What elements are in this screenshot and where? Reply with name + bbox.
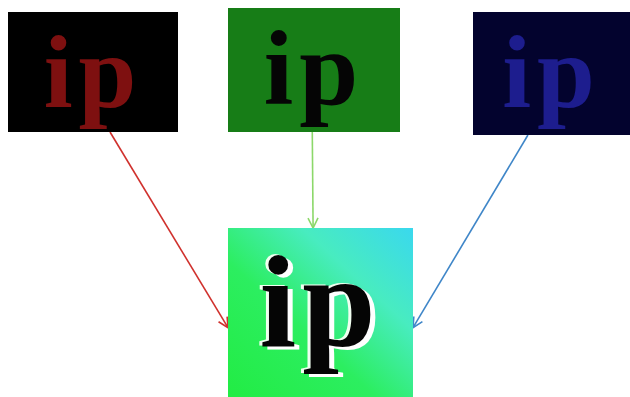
red-channel-panel: ip <box>8 12 178 132</box>
green-channel-panel: ip <box>228 8 400 132</box>
channel-letters: ip <box>264 16 364 122</box>
green-channel-arrow <box>311 132 313 228</box>
red-channel-arrow <box>110 132 228 328</box>
channel-letters: ip <box>44 20 143 124</box>
blue-channel-panel: ip <box>473 12 630 135</box>
blue-channel-arrow <box>413 135 528 328</box>
combined-color-panel: ip <box>228 228 413 397</box>
channel-letters: ip <box>259 236 381 368</box>
channel-letters: ip <box>502 20 601 124</box>
